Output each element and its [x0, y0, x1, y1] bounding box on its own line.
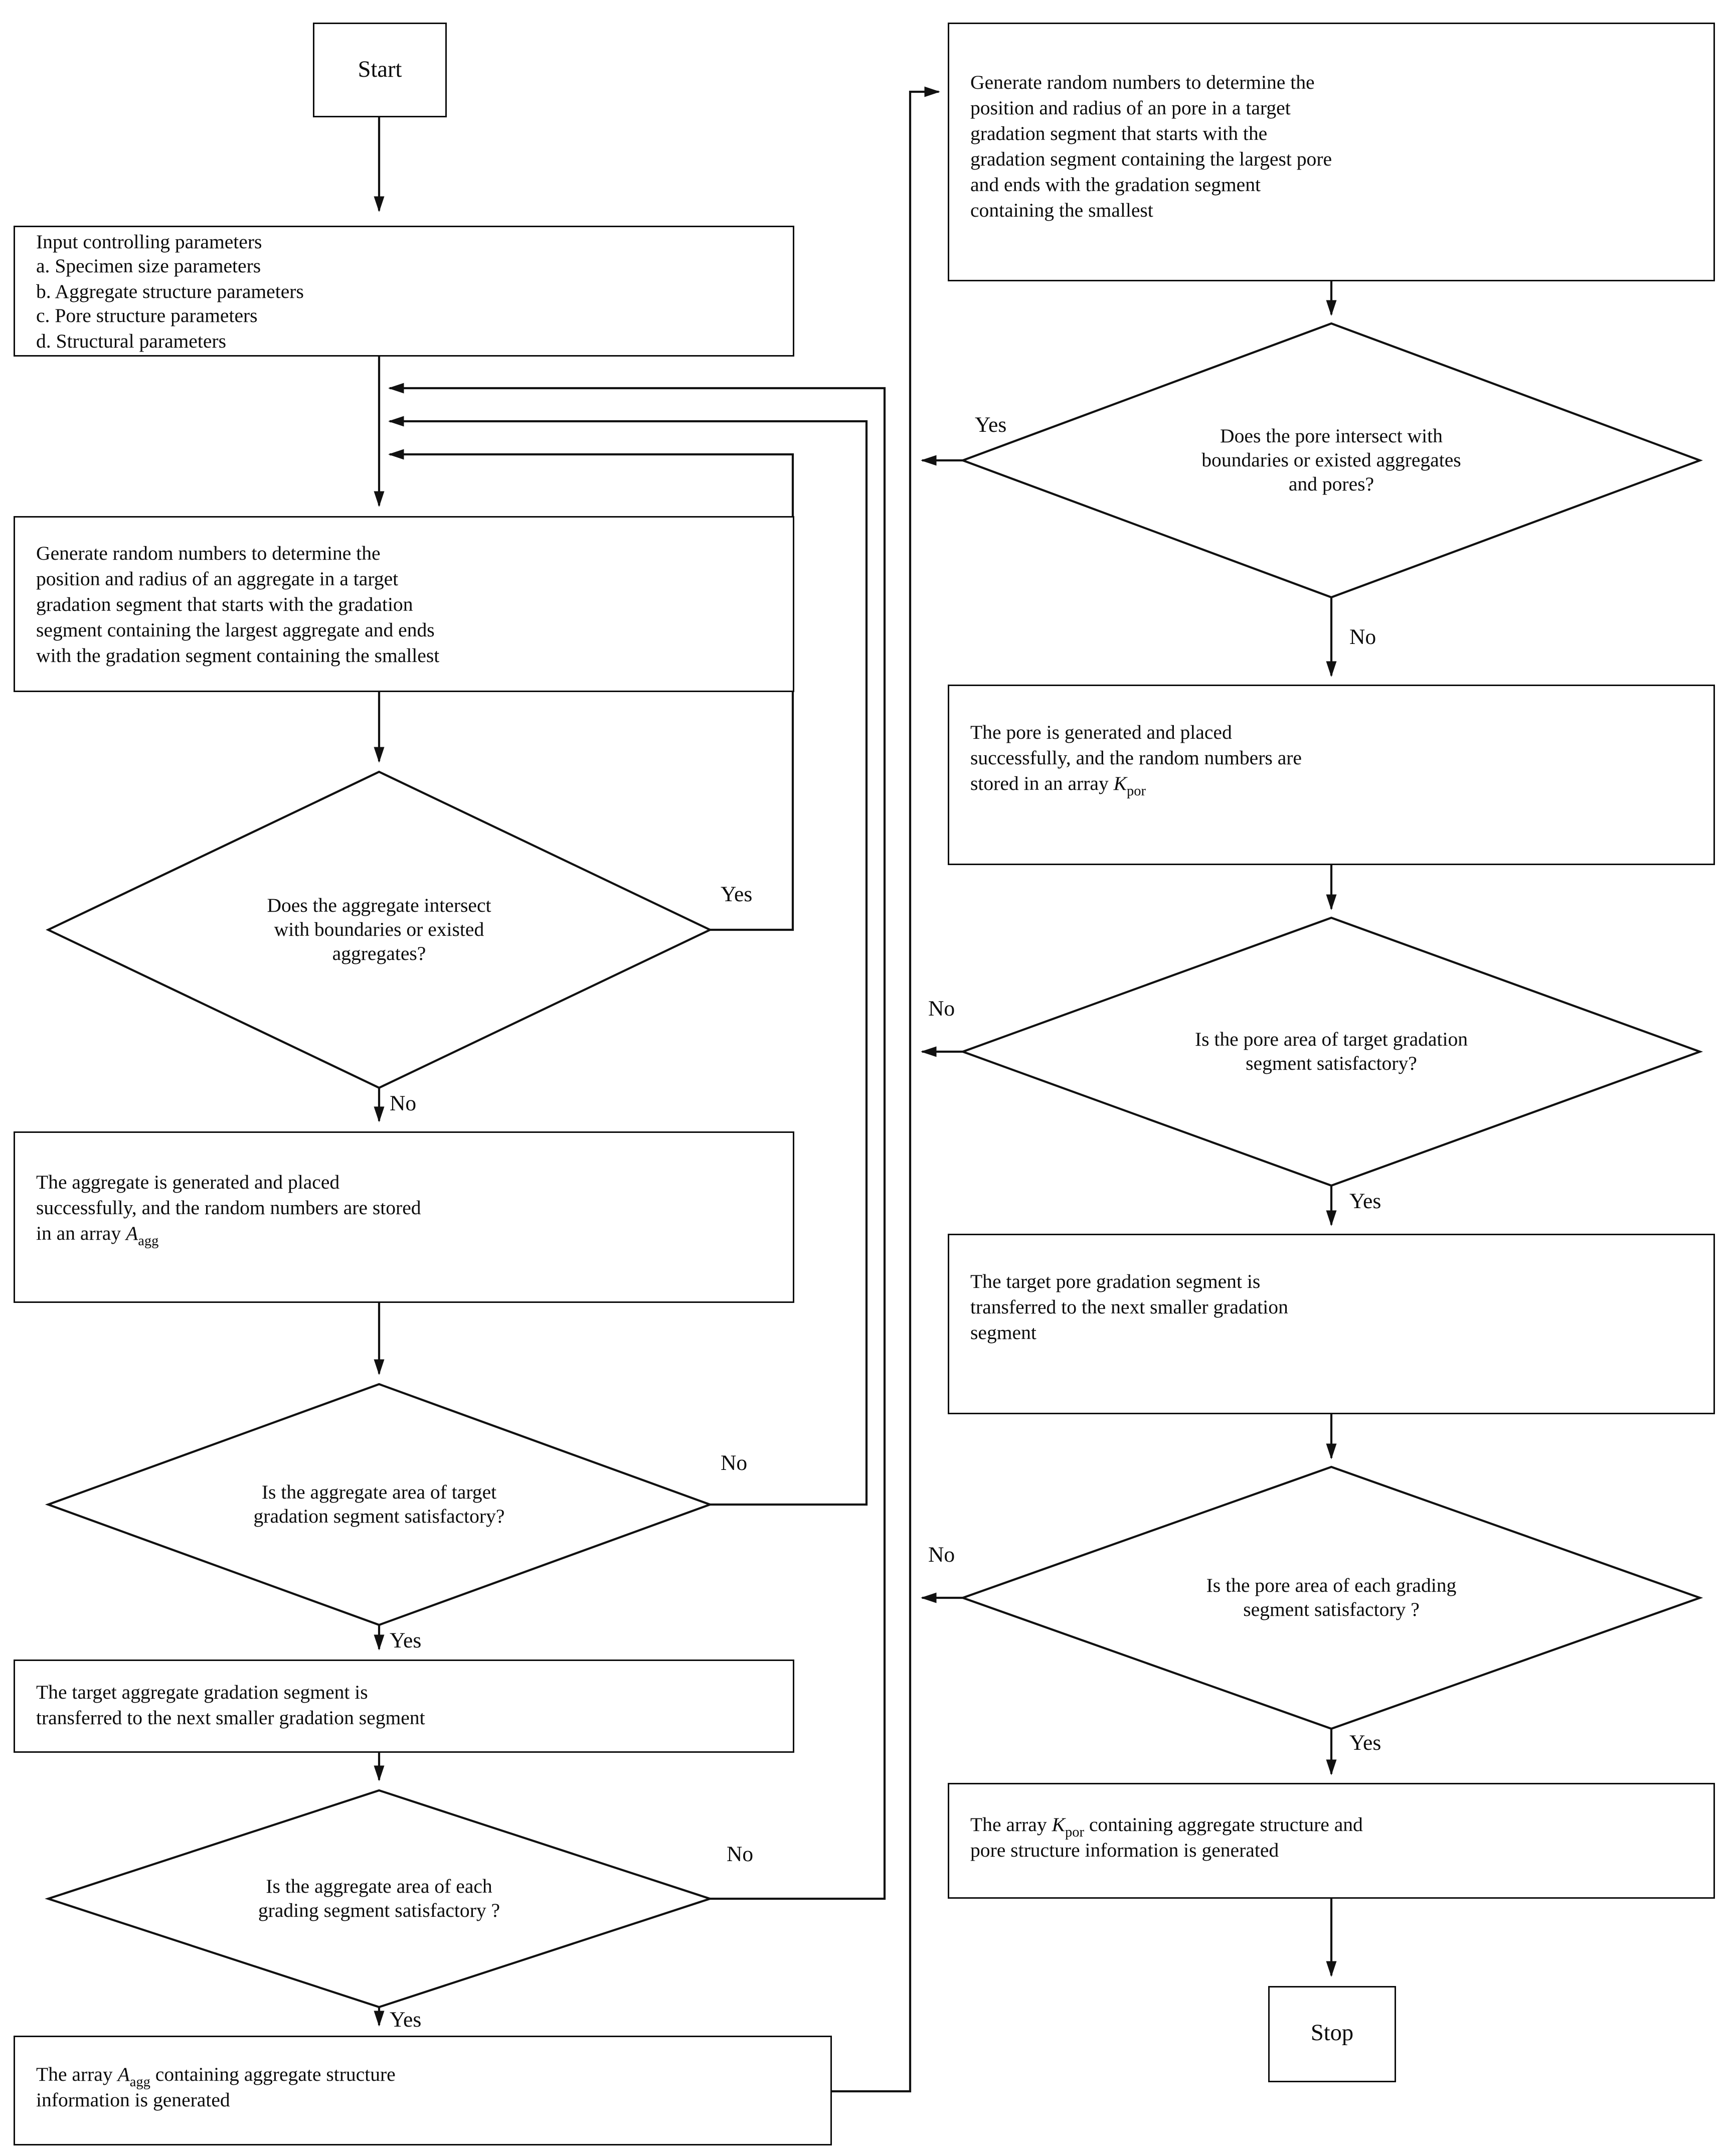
array-symbol-kpor: K: [1113, 772, 1127, 794]
aggregate-transfer-line-1: The target aggregate gradation segment i…: [36, 1681, 368, 1703]
input-line-2: a. Specimen size parameters: [36, 255, 261, 278]
aggregate-placed-line-2: successfully, and the random numbers are…: [36, 1196, 421, 1219]
d4-no-label: No: [1349, 626, 1376, 650]
diamond-pore-intersect: [959, 322, 1703, 599]
diamond-pore-target-area: [959, 916, 1703, 1187]
d2-no-label: No: [721, 1452, 748, 1476]
diamond-aggregate-each-segment: [45, 1789, 714, 2009]
generate-aggregate-line-3: gradation segment that starts with the g…: [36, 593, 413, 615]
node-input-parameters: Input controlling parameters a. Specimen…: [14, 226, 794, 357]
pore-placed-line-2: successfully, and the random numbers are: [970, 746, 1302, 769]
diamond-pore-intersect-label: Does the pore intersect with boundaries …: [1201, 424, 1461, 495]
node-start: Start: [313, 23, 447, 117]
array-symbol-aagg: A: [117, 2063, 130, 2085]
edge-d1-yes-return: [388, 449, 794, 931]
aggregate-transfer-line-2: transferred to the next smaller gradatio…: [36, 1706, 425, 1729]
aggregate-placed-line-3: in an array Aagg: [36, 1222, 159, 1250]
pore-transfer-line-2: transferred to the next smaller gradatio…: [970, 1295, 1288, 1318]
generate-pore-line-4: gradation segment containing the largest…: [970, 147, 1332, 170]
node-generate-aggregate: Generate random numbers to determine the…: [14, 516, 794, 692]
input-line-3: b. Aggregate structure parameters: [36, 279, 304, 302]
d3-yes-label: Yes: [390, 2009, 422, 2033]
input-line-1: Input controlling parameters: [36, 230, 262, 253]
generate-aggregate-line-2: position and radius of an aggregate in a…: [36, 567, 399, 590]
diamond-aggregate-each-segment-label: Is the aggregate area of each grading se…: [258, 1875, 500, 1921]
array-symbol-aagg: A: [126, 1222, 138, 1244]
d2-yes-label: Yes: [390, 1629, 422, 1653]
generate-aggregate-line-5: with the gradation segment containing th…: [36, 644, 440, 667]
kporarray-line-2: pore structure information is generated: [970, 1839, 1279, 1861]
node-generate-pore: Generate random numbers to determine the…: [948, 23, 1715, 281]
generate-pore-line-1: Generate random numbers to determine the: [970, 71, 1315, 93]
d6-no-label: No: [928, 1544, 955, 1568]
generate-aggregate-line-4: segment containing the largest aggregate…: [36, 618, 435, 641]
edge-d3-no-return: [388, 383, 886, 1900]
generate-aggregate-line-1: Generate random numbers to determine the: [36, 542, 381, 564]
pore-transfer-line-3: segment: [970, 1321, 1036, 1344]
diamond-pore-each-segment-label: Is the pore area of each grading segment…: [1206, 1574, 1457, 1620]
generate-pore-line-6: containing the smallest: [970, 199, 1153, 221]
array-symbol-kpor: K: [1052, 1813, 1065, 1836]
edge-d2-no-return: [388, 416, 868, 1506]
generate-pore-line-2: position and radius of an pore in a targ…: [970, 96, 1291, 119]
start-label: Start: [358, 56, 402, 82]
node-aggarray-generated: The array Aagg containing aggregate stru…: [14, 2036, 832, 2145]
d6-yes-label: Yes: [1349, 1732, 1381, 1756]
d4-yes-label: Yes: [975, 414, 1007, 438]
aggarray-line-2: information is generated: [36, 2088, 230, 2111]
node-aggregate-placed: The aggregate is generated and placed su…: [14, 1131, 794, 1303]
diamond-pore-each-segment: [959, 1465, 1703, 1730]
d1-no-label: No: [390, 1092, 417, 1116]
input-line-4: c. Pore structure parameters: [36, 304, 258, 327]
node-pore-transfer: The target pore gradation segment is tra…: [948, 1234, 1715, 1414]
stop-label: Stop: [1310, 2021, 1354, 2046]
input-line-5: d. Structural parameters: [36, 328, 227, 352]
d5-yes-label: Yes: [1349, 1190, 1381, 1214]
diamond-aggregate-intersect: [46, 770, 713, 1089]
node-kporarray-generated: The array Kpor containing aggregate stru…: [948, 1783, 1715, 1899]
generate-pore-line-3: gradation segment that starts with the: [970, 122, 1268, 144]
node-stop: Stop: [1268, 1986, 1396, 2082]
edge-aggarr-to-poregen: [832, 86, 940, 2093]
node-pore-placed: The pore is generated and placed success…: [948, 685, 1715, 865]
d5-no-label: No: [928, 998, 955, 1022]
d3-no-label: No: [727, 1843, 754, 1867]
pore-placed-line-1: The pore is generated and placed: [970, 721, 1232, 743]
pore-transfer-line-1: The target pore gradation segment is: [970, 1270, 1261, 1292]
aggregate-placed-line-1: The aggregate is generated and placed: [36, 1171, 340, 1193]
diamond-aggregate-target-area: [45, 1383, 714, 1626]
diamond-aggregate-intersect-label: Does the aggregate intersect with bounda…: [267, 894, 491, 964]
diamond-aggregate-target-area-label: Is the aggregate area of target gradatio…: [253, 1480, 505, 1527]
generate-pore-line-5: and ends with the gradation segment: [970, 173, 1261, 196]
kporarray-line-1: The array Kpor containing aggregate stru…: [970, 1813, 1363, 1841]
d1-yes-label: Yes: [721, 883, 753, 907]
aggarray-line-1: The array Aagg containing aggregate stru…: [36, 2063, 396, 2091]
node-aggregate-transfer: The target aggregate gradation segment i…: [14, 1660, 794, 1753]
diamond-pore-target-area-label: Is the pore area of target gradation seg…: [1194, 1028, 1468, 1074]
pore-placed-line-3: stored in an array Kpor: [970, 772, 1146, 800]
